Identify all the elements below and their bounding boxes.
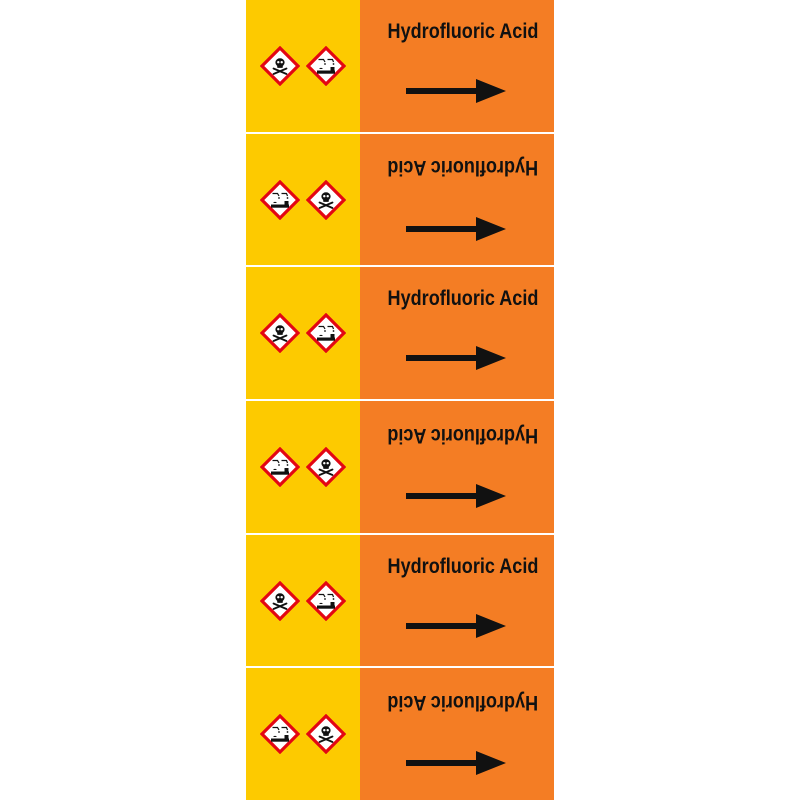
medium-band: Hydrofluoric Acid xyxy=(360,0,554,132)
corrosion-icon xyxy=(306,313,346,354)
arrow-right-icon xyxy=(406,613,506,638)
pictogram-band xyxy=(246,668,360,800)
skull-crossbones-icon xyxy=(306,446,346,487)
pipe-marker-label: Hydrofluoric Acid xyxy=(246,133,554,268)
arrow-right-icon xyxy=(406,346,506,371)
skull-crossbones-icon xyxy=(260,313,300,354)
skull-crossbones-icon xyxy=(260,580,300,621)
pipe-medium-name: Hydrofluoric Acid xyxy=(386,691,538,715)
medium-band: Hydrofluoric Acid xyxy=(360,534,554,667)
pictogram-band xyxy=(246,534,360,667)
medium-band: Hydrofluoric Acid xyxy=(360,133,554,266)
corrosion-icon xyxy=(260,179,300,220)
pipe-marker-label: Hydrofluoric Acid xyxy=(246,0,554,134)
pictogram-band xyxy=(246,267,360,400)
pipe-marker-sheet: Hydrofluoric Acid Hydrofluoric Acid xyxy=(246,0,554,800)
skull-crossbones-icon xyxy=(260,45,300,86)
pictogram-band xyxy=(246,401,360,533)
corrosion-icon xyxy=(306,580,346,621)
pipe-marker-label: Hydrofluoric Acid xyxy=(246,668,554,800)
corrosion-icon xyxy=(260,714,300,755)
corrosion-icon xyxy=(306,45,346,86)
pipe-medium-name: Hydrofluoric Acid xyxy=(387,287,538,311)
arrow-right-icon xyxy=(406,484,506,509)
skull-crossbones-icon xyxy=(306,714,346,755)
arrow-right-icon xyxy=(406,751,506,776)
pictogram-band xyxy=(246,0,360,132)
medium-band: Hydrofluoric Acid xyxy=(360,401,554,533)
pipe-medium-name: Hydrofluoric Acid xyxy=(387,554,538,578)
pipe-marker-label: Hydrofluoric Acid xyxy=(246,267,554,402)
pipe-medium-name: Hydrofluoric Acid xyxy=(386,156,538,180)
arrow-right-icon xyxy=(406,216,506,241)
corrosion-icon xyxy=(260,446,300,487)
medium-band: Hydrofluoric Acid xyxy=(360,668,554,800)
skull-crossbones-icon xyxy=(306,179,346,220)
pipe-medium-name: Hydrofluoric Acid xyxy=(387,20,538,43)
medium-band: Hydrofluoric Acid xyxy=(360,267,554,400)
pictogram-band xyxy=(246,133,360,266)
pipe-marker-label: Hydrofluoric Acid xyxy=(246,534,554,669)
pipe-marker-label: Hydrofluoric Acid xyxy=(246,401,554,535)
arrow-right-icon xyxy=(406,79,506,103)
pipe-medium-name: Hydrofluoric Acid xyxy=(386,423,538,447)
